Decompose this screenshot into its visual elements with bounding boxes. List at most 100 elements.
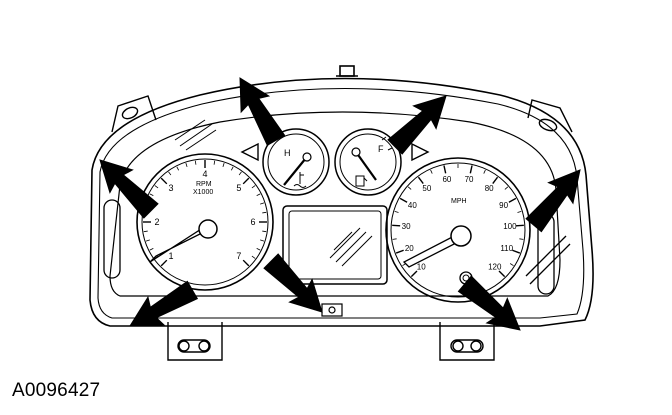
cluster-housing (89, 65, 594, 327)
speedometer-tick-label: 100 (503, 222, 517, 231)
side-slot-left (103, 199, 121, 279)
tachometer-minor-tick (154, 185, 159, 189)
speedometer-tick-label: 20 (405, 244, 414, 253)
tachometer-minor-tick (238, 171, 242, 176)
speedometer-minor-tick (509, 263, 514, 267)
tachometer-hub (198, 219, 218, 239)
figure-id-label: A0096427 (12, 380, 101, 401)
speedometer-major-tick (508, 197, 517, 203)
speedometer-tick-label: 50 (422, 184, 431, 193)
callout-arrow (99, 159, 159, 219)
speedometer-tick-label: 10 (417, 263, 426, 272)
mounting-ear-top-right (527, 99, 573, 133)
speedometer-major-tick (392, 224, 401, 227)
speedometer-tick-label: 60 (442, 175, 451, 184)
tachometer-minor-tick (230, 166, 234, 171)
tachometer-minor-tick (176, 166, 180, 171)
speedometer-minor-tick (430, 169, 433, 174)
callout-arrow (457, 275, 521, 331)
mounting-tab-left (167, 322, 223, 361)
speedometer-major-tick (492, 176, 499, 184)
tachometer-unit-x1000: X1000 (193, 189, 213, 196)
tachometer-minor-tick (149, 247, 154, 251)
speedometer-tick-label: 110 (500, 244, 513, 253)
speedometer-minor-tick (483, 169, 486, 174)
tachometer: 1 2 3 4 5 6 7 RPM X1000 (136, 153, 274, 291)
tachometer-minor-tick (149, 193, 154, 197)
speedometer-major-tick (395, 249, 404, 254)
tachometer-tick-label: 1 (169, 251, 174, 261)
speedometer-minor-tick (517, 211, 522, 213)
tachometer-tick-label: 3 (169, 183, 174, 193)
fuel-gauge: F (334, 128, 402, 196)
speedometer-minor-tick (519, 238, 524, 240)
tachometer-major-tick (160, 177, 168, 185)
temperature-needle (283, 157, 307, 186)
speedometer-major-tick (443, 165, 447, 174)
tachometer-minor-tick (222, 162, 225, 167)
tachometer-minor-tick (168, 171, 172, 176)
tachometer-minor-tick (260, 202, 265, 205)
speedometer-major-tick (469, 165, 473, 174)
tachometer-minor-tick (251, 255, 256, 259)
tachometer-tick-label: 6 (250, 217, 255, 227)
side-slot-right (525, 213, 571, 295)
tachometer-tick-label: 4 (202, 169, 207, 179)
tachometer-unit-rpm: RPM (196, 181, 212, 188)
tachometer-minor-tick (145, 239, 150, 242)
temperature-gauge: H (262, 128, 330, 196)
tachometer-tick-label: 5 (236, 183, 241, 193)
callout-arrows (99, 77, 581, 331)
mounting-ear-top-left (111, 95, 157, 133)
callout-arrow (525, 169, 581, 233)
temperature-high-mark: H (284, 148, 291, 158)
speedometer-major-tick (512, 249, 521, 254)
tachometer-major-tick (160, 259, 168, 267)
speedometer-major-tick (417, 176, 424, 184)
tachometer-minor-tick (256, 247, 261, 251)
bottom-connector (321, 303, 343, 317)
speedometer-tick-label: 70 (465, 175, 474, 184)
speedometer-minor-tick (394, 211, 399, 213)
speedometer-tick-label: 90 (499, 201, 508, 210)
speedometer-tick-label: 40 (408, 201, 417, 210)
tachometer-major-tick (242, 177, 250, 185)
tachometer-minor-tick (262, 211, 267, 214)
speedometer-major-tick (498, 270, 506, 278)
tachometer-minor-tick (251, 185, 256, 189)
speedometer-hub (450, 225, 472, 247)
tachometer-tick-label: 7 (236, 251, 241, 261)
speedometer-tick-label: 120 (488, 263, 502, 272)
speedometer-major-tick (515, 224, 524, 227)
callout-arrow (239, 77, 286, 147)
lens-glare (174, 119, 217, 151)
speedometer-unit: MPH (451, 198, 467, 205)
speedometer-tick-label: 80 (485, 184, 494, 193)
speedometer-minor-tick (392, 238, 397, 240)
speedometer-minor-tick (407, 186, 412, 190)
tachometer-minor-tick (260, 239, 265, 242)
fuel-full-mark: F (378, 144, 384, 154)
tachometer-tick-label: 2 (154, 217, 159, 227)
tachometer-minor-tick (256, 193, 261, 197)
speedometer-minor-tick (504, 186, 509, 190)
tachometer-minor-tick (185, 162, 188, 167)
speedometer: 10 20 30 40 50 60 70 80 90 100 110 120 MPH (385, 157, 531, 303)
fuel-pump-icon (355, 175, 368, 187)
callout-arrow (263, 253, 323, 313)
speedometer-major-tick (410, 270, 418, 278)
callout-arrow (129, 280, 199, 327)
left-turn-arrow-icon (240, 142, 259, 162)
tachometer-minor-tick (213, 160, 216, 165)
speedometer-tick-label: 30 (402, 222, 411, 231)
callout-arrow (387, 95, 447, 155)
coolant-temperature-icon (293, 172, 307, 188)
fuel-needle (355, 151, 377, 181)
tachometer-minor-tick (143, 230, 148, 233)
tachometer-minor-tick (194, 160, 197, 165)
center-display (282, 205, 388, 285)
mounting-tab-right (439, 322, 495, 361)
tachometer-minor-tick (262, 230, 267, 233)
